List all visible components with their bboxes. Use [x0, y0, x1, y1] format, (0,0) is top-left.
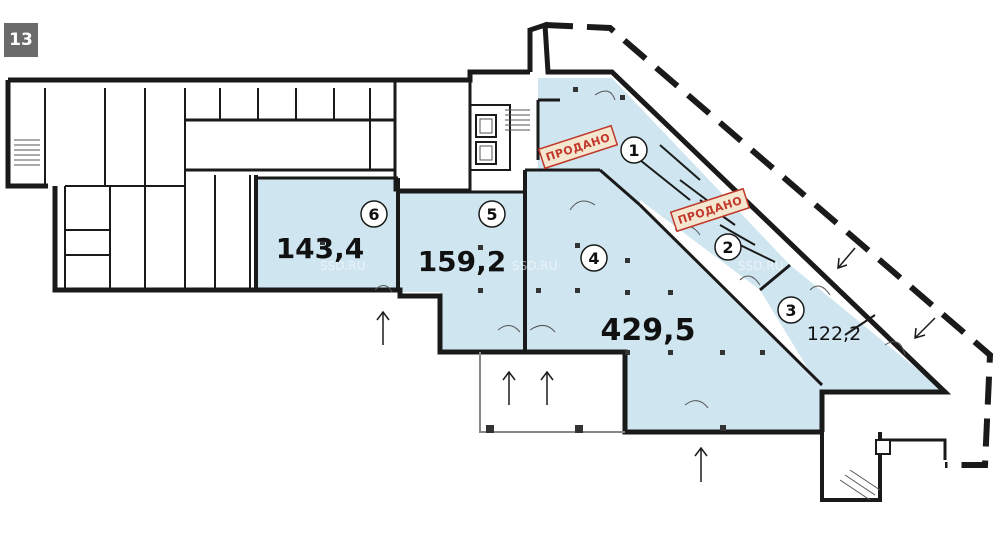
door-icon	[374, 285, 393, 293]
column-icon	[575, 425, 583, 433]
svg-text:1: 1	[628, 141, 639, 160]
unit-3-area-label: 122,2	[807, 323, 861, 345]
column-icon	[668, 350, 673, 355]
column-icon	[668, 290, 673, 295]
unit-number-4[interactable]: 4	[580, 244, 608, 272]
unit-6-area-label: 143,4	[276, 232, 365, 265]
door-icon	[809, 285, 831, 296]
entrance-arrow-icon	[694, 446, 708, 482]
unit-number-2[interactable]: 2	[714, 233, 742, 261]
column-icon	[573, 87, 578, 92]
stairs-icon	[14, 109, 881, 501]
entrance-arrow-icon	[540, 370, 554, 405]
entrance-arrow-icon	[502, 370, 516, 405]
column-icon	[760, 350, 765, 355]
column-icon	[478, 245, 483, 250]
column-icon	[720, 350, 725, 355]
column-icon	[625, 350, 630, 355]
entrance-arrows	[376, 247, 936, 482]
svg-text:6: 6	[368, 205, 379, 224]
entrance-arrow-icon	[837, 247, 856, 270]
floor-number-badge: 13	[4, 23, 38, 57]
door-icon	[594, 90, 616, 101]
door-icon	[569, 200, 596, 211]
unit-6-area[interactable]	[256, 178, 398, 290]
door-icon	[684, 400, 709, 409]
svg-text:3: 3	[785, 301, 796, 320]
svg-text:5: 5	[486, 205, 497, 224]
elevator-icon	[875, 439, 891, 455]
column-icon	[625, 258, 630, 263]
unit-3-area[interactable]	[760, 265, 945, 392]
column-icon	[575, 288, 580, 293]
entrance-arrow-icon	[376, 310, 390, 345]
elevator-icon	[475, 141, 497, 165]
entrance-arrow-icon	[914, 317, 936, 340]
unit-4-area[interactable]	[525, 170, 822, 432]
column-icon	[575, 243, 580, 248]
column-icon	[720, 425, 726, 431]
terrace-dashed-boundary	[544, 22, 994, 468]
unit-number-1[interactable]: 1	[620, 136, 648, 164]
column-icon	[320, 240, 325, 245]
walls	[5, 21, 952, 502]
watermark-text: SSD.RU	[320, 259, 365, 273]
column-icon	[478, 288, 483, 293]
svg-text:4: 4	[588, 249, 599, 268]
watermark-text: SSD.RU	[738, 259, 783, 273]
column-icon	[536, 288, 541, 293]
door-icon	[884, 341, 906, 356]
columns	[320, 87, 765, 433]
unit-number-5[interactable]: 5	[478, 200, 506, 228]
door-icon	[529, 325, 556, 333]
watermark-text: SSD.RU	[512, 259, 557, 273]
unit-number-6[interactable]: 6	[360, 200, 388, 228]
elevator-icon	[475, 114, 497, 138]
svg-text:2: 2	[722, 238, 733, 257]
unit-4-area-label: 429,5	[601, 313, 696, 348]
unit-number-3[interactable]: 3	[777, 296, 805, 324]
column-icon	[625, 290, 630, 295]
unit-5-area[interactable]	[398, 192, 525, 352]
elevator-block	[475, 114, 891, 455]
door-icon	[497, 325, 521, 333]
unit-5-area-label: 159,2	[418, 245, 507, 278]
column-icon	[620, 95, 625, 100]
door-icon	[739, 275, 761, 286]
column-icon	[486, 425, 494, 433]
